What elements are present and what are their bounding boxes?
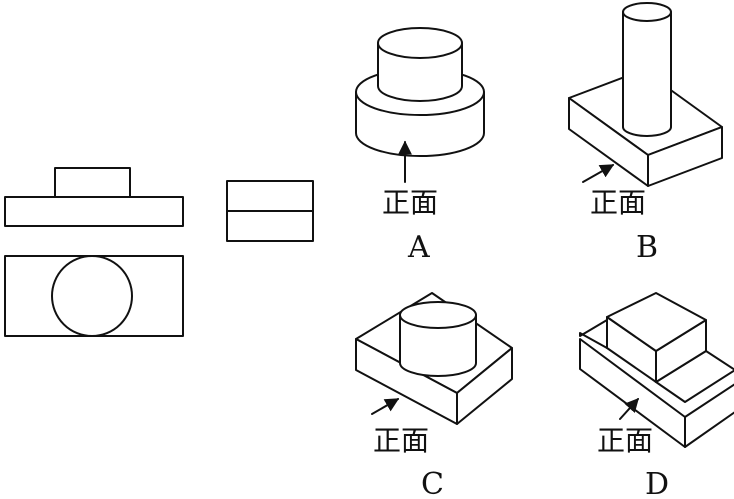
option-d-letter: D [645,467,669,499]
option-a-solid [355,27,485,157]
option-b-letter: B [636,230,658,265]
option-b-front-arrow [582,164,615,183]
option-d-front-arrow [619,397,639,420]
top-view [4,255,184,337]
option-d-solid [579,292,734,448]
option-c-solid [355,292,513,425]
front-view [4,167,184,227]
option-c-letter: C [421,467,444,499]
option-a-letter: A [407,230,430,265]
side-view [226,180,314,242]
option-a-front-label: 正面 [382,186,438,219]
option-b-front-label: 正面 [590,186,646,219]
option-b-solid [568,2,723,187]
option-c-front-label: 正面 [373,424,429,457]
option-d-front-label: 正面 [597,424,653,457]
option-c-front-arrow [371,398,400,415]
